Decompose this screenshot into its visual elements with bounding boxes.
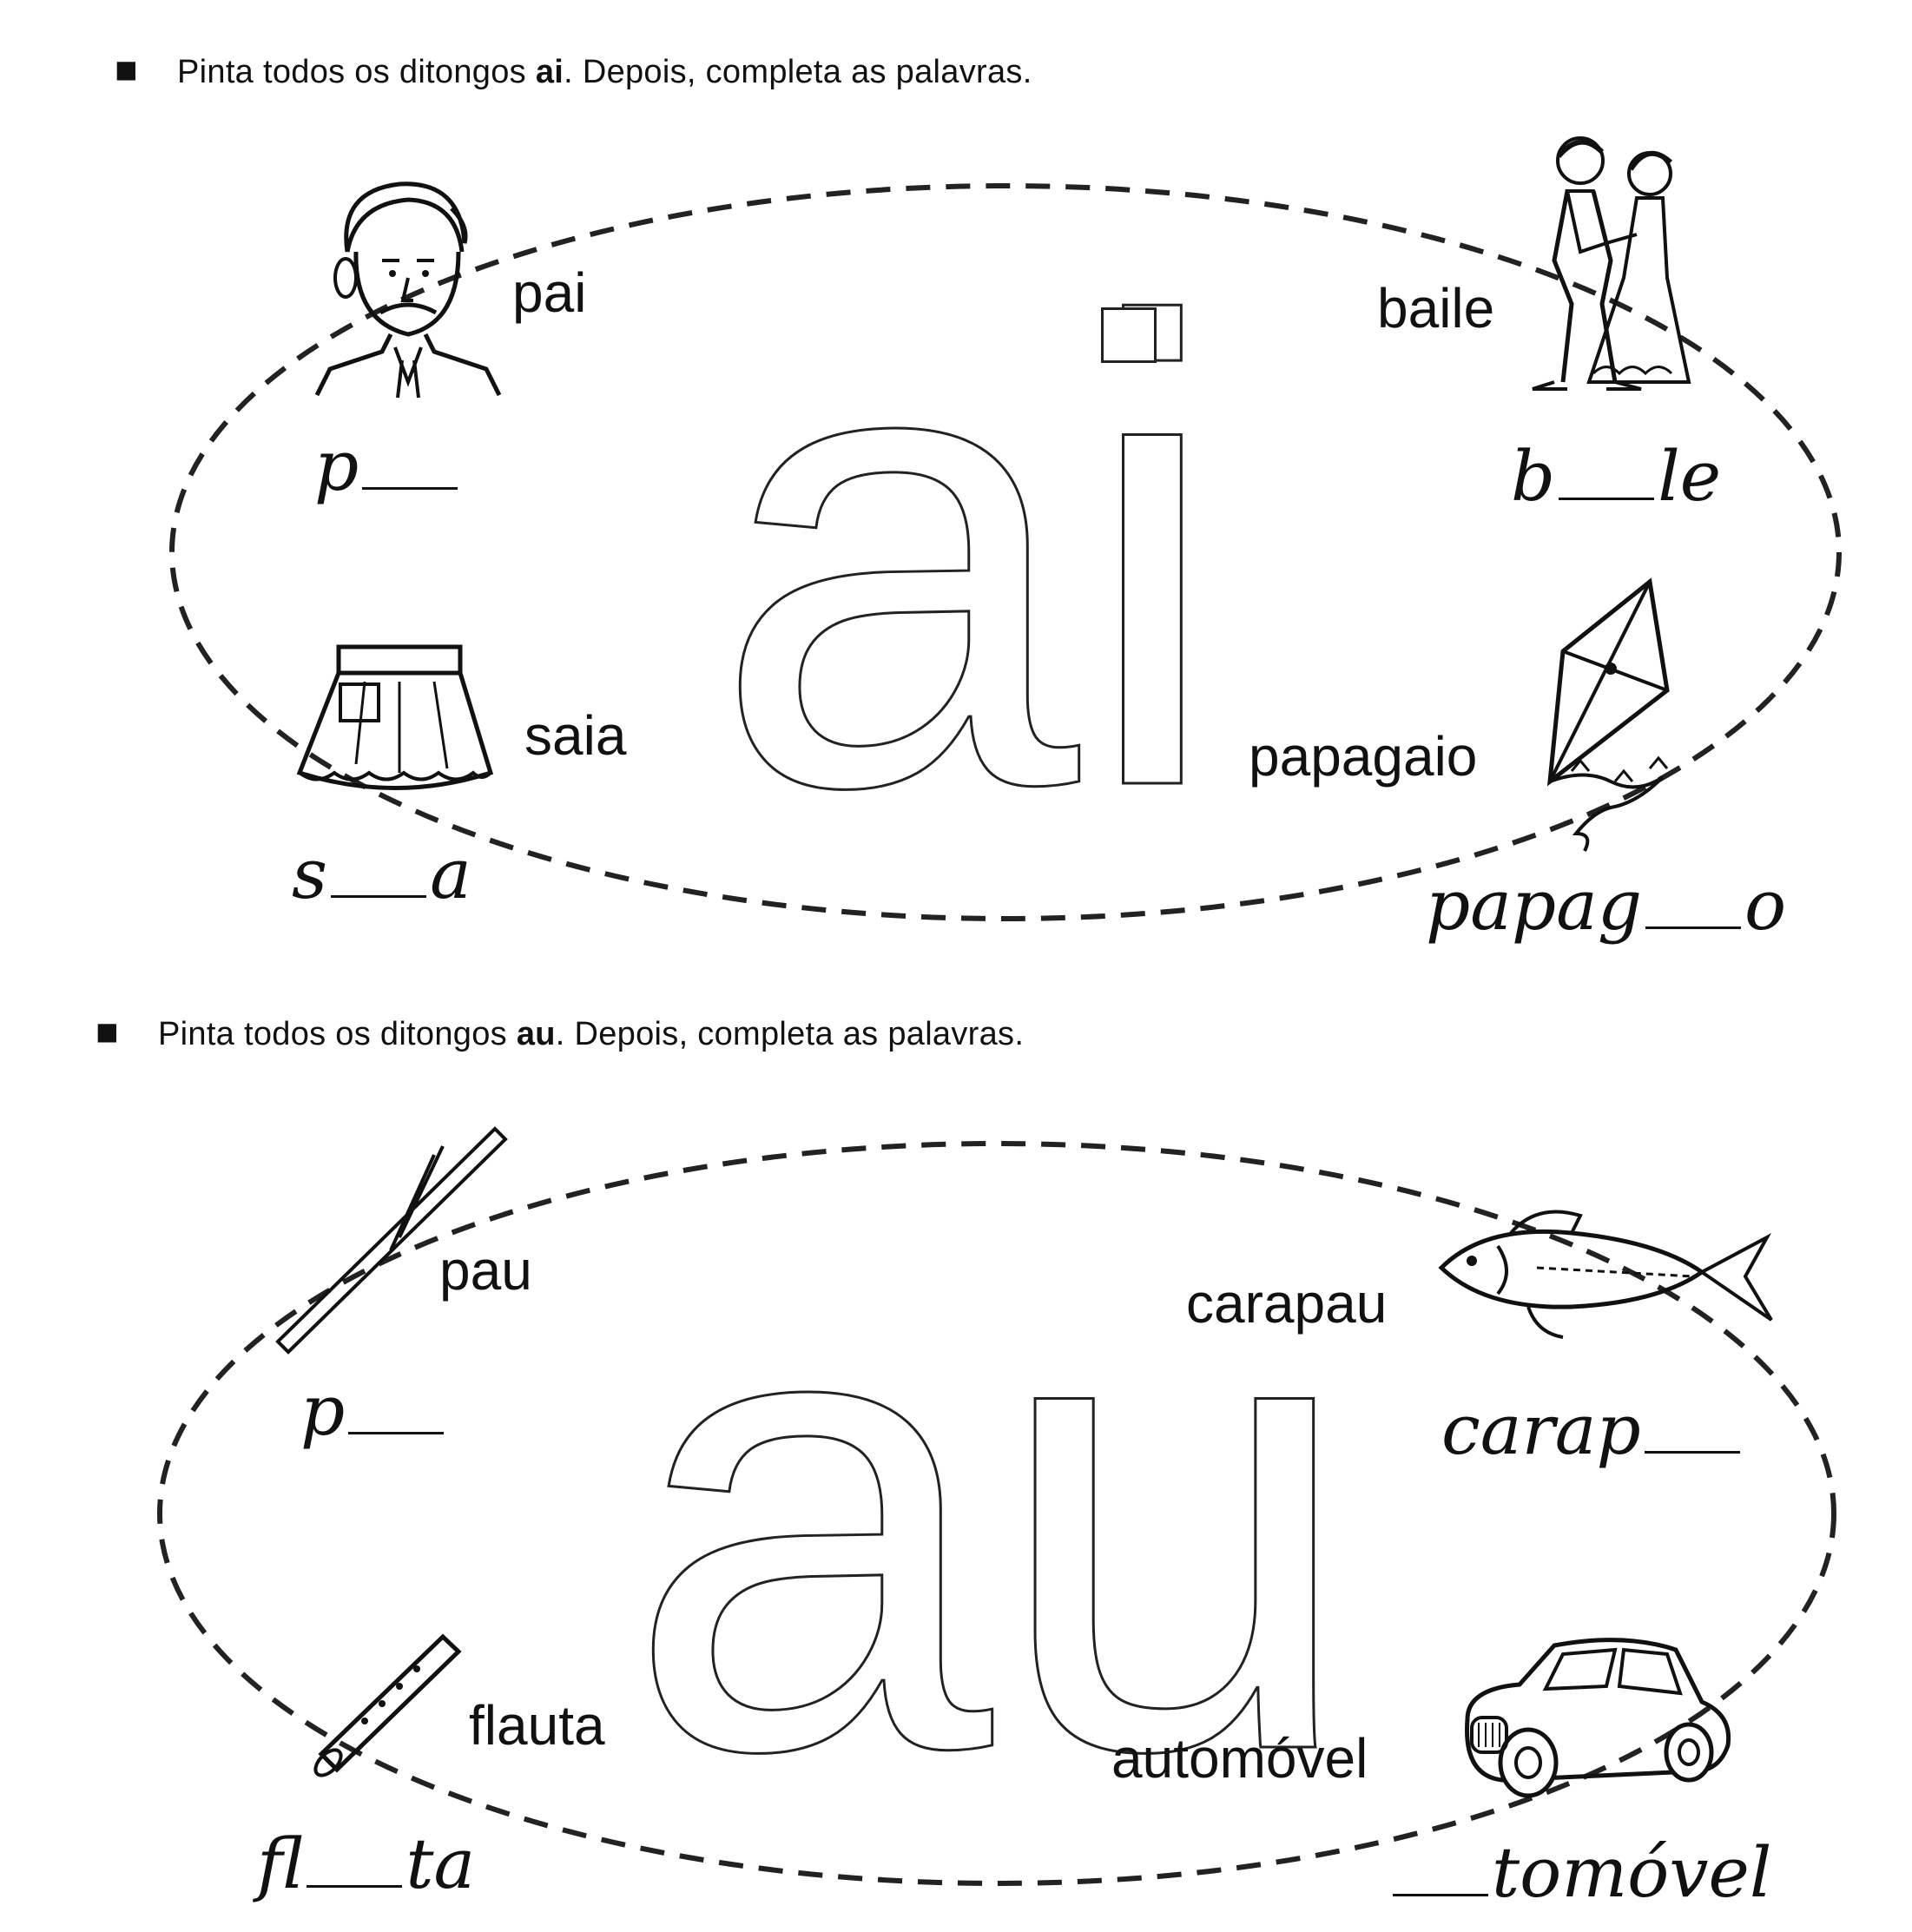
fish-icon bbox=[1438, 1210, 1773, 1339]
cursive-saia-start: s bbox=[292, 834, 328, 914]
oval-ai bbox=[169, 183, 1842, 921]
bullet-icon: ■ bbox=[115, 49, 138, 91]
blank-pai[interactable] bbox=[362, 485, 458, 490]
instruction-ai-text: Pinta todos os ditongos bbox=[177, 54, 536, 90]
instruction-au: ■ Pinta todos os ditongos au. Depois, co… bbox=[96, 1011, 1025, 1053]
blank-automovel[interactable] bbox=[1393, 1892, 1488, 1896]
cursive-papagaio[interactable]: papag o bbox=[1426, 865, 1786, 946]
dancing-couple-icon bbox=[1532, 136, 1691, 391]
word-pai: pai bbox=[512, 261, 587, 324]
father-icon bbox=[314, 181, 502, 399]
flute-icon bbox=[313, 1633, 462, 1777]
blank-pau[interactable] bbox=[348, 1430, 445, 1434]
word-pau: pau bbox=[439, 1239, 532, 1302]
stick-icon bbox=[275, 1126, 508, 1355]
word-baile: baile bbox=[1377, 277, 1495, 340]
word-carapau: carapau bbox=[1186, 1272, 1388, 1335]
cursive-pau[interactable]: p bbox=[300, 1370, 447, 1451]
cursive-carapau[interactable]: carap bbox=[1441, 1389, 1744, 1470]
blank-baile[interactable] bbox=[1559, 496, 1655, 500]
cursive-carapau-start: carap bbox=[1441, 1389, 1641, 1470]
blank-papagaio[interactable] bbox=[1645, 925, 1742, 929]
blank-flauta[interactable] bbox=[307, 1883, 403, 1888]
cursive-pai[interactable]: p bbox=[314, 425, 461, 506]
instruction-ai: ■ Pinta todos os ditongos ai. Depois, co… bbox=[115, 49, 1032, 91]
car-icon bbox=[1465, 1638, 1731, 1798]
cursive-baile-end: le bbox=[1658, 436, 1722, 517]
cursive-saia-end: a bbox=[430, 834, 471, 914]
word-papagaio: papagaio bbox=[1249, 725, 1478, 788]
instruction-ai-bold: ai bbox=[535, 54, 564, 90]
blank-carapau[interactable] bbox=[1644, 1449, 1740, 1454]
bullet-icon: ■ bbox=[96, 1011, 119, 1053]
cursive-baile[interactable]: b le bbox=[1511, 436, 1721, 517]
cursive-automovel[interactable]: tomóvel bbox=[1389, 1832, 1771, 1913]
instruction-au-text: Pinta todos os ditongos bbox=[158, 1016, 517, 1052]
instruction-au-bold: au bbox=[516, 1016, 556, 1052]
cursive-papagaio-start: papag bbox=[1426, 865, 1643, 946]
oval-au bbox=[157, 1141, 1836, 1886]
blank-saia[interactable] bbox=[331, 893, 427, 898]
cursive-papagaio-end: o bbox=[1744, 865, 1787, 946]
kite-icon bbox=[1546, 577, 1670, 852]
i-dot-square[interactable] bbox=[1101, 307, 1157, 363]
cursive-baile-start: b bbox=[1511, 436, 1556, 517]
cursive-flauta[interactable]: fl ta bbox=[257, 1823, 475, 1904]
instruction-ai-text-end: . Depois, completa as palavras. bbox=[564, 54, 1032, 90]
word-automovel: automóvel bbox=[1111, 1727, 1368, 1790]
word-flauta: flauta bbox=[469, 1694, 605, 1757]
cursive-flauta-start: fl bbox=[257, 1823, 304, 1904]
big-letters-au[interactable]: au bbox=[623, 1151, 1360, 1888]
cursive-automovel-end: tomóvel bbox=[1492, 1832, 1772, 1913]
cursive-pau-start: p bbox=[300, 1370, 346, 1451]
cursive-pai-start: p bbox=[314, 425, 359, 506]
instruction-au-text-end: . Depois, completa as palavras. bbox=[555, 1016, 1025, 1052]
skirt-icon bbox=[296, 644, 494, 790]
cursive-flauta-end: ta bbox=[405, 1823, 476, 1904]
word-saia: saia bbox=[524, 704, 627, 767]
